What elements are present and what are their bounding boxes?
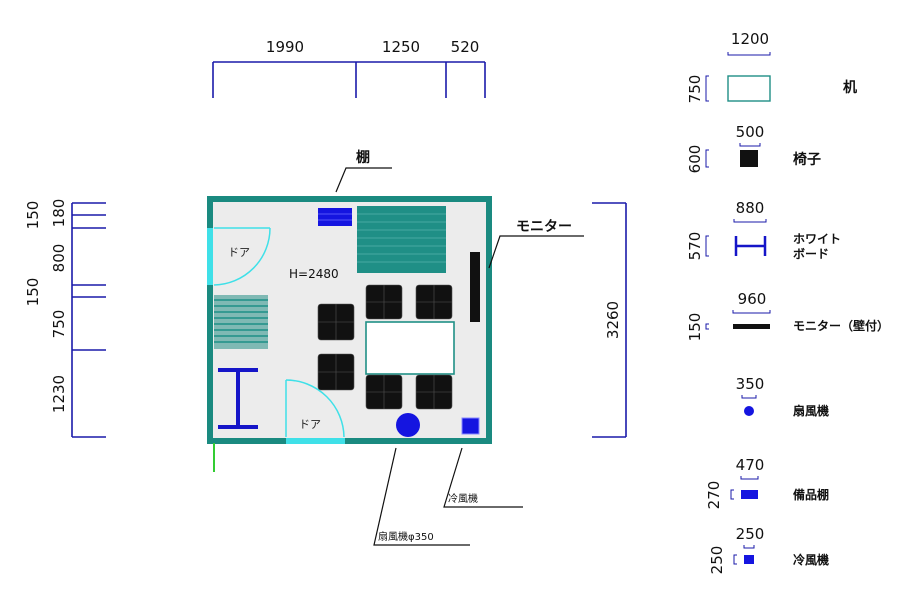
left-dimension: [71, 202, 106, 438]
legend-chair: 500 600 椅子: [686, 123, 821, 173]
top-dim-2: 1250: [382, 38, 420, 56]
ceiling-height-label: H=2480: [289, 267, 339, 281]
top-dim-3: 520: [451, 38, 480, 56]
legend-whiteboard-depth: 570: [686, 232, 704, 261]
left-dim-180: 180: [50, 199, 68, 228]
legend-desk: 1200 750 机: [686, 30, 857, 103]
legend-chair-shape: [740, 150, 758, 167]
supply-cabinet: [318, 208, 352, 226]
fan-callout: 扇風機φ350: [378, 530, 434, 543]
legend-whiteboard-shape: [734, 236, 767, 256]
legend-cabinet-shape: [741, 490, 758, 499]
legend-whiteboard-width: 880: [736, 199, 765, 217]
shelf-hatch: [357, 213, 446, 263]
legend-cooler-depth: 250: [708, 546, 726, 575]
left-dim-1230: 1230: [50, 375, 68, 413]
left-door: [207, 227, 271, 286]
monitor-callout: モニター: [516, 219, 572, 235]
shelf-callout: 棚: [356, 149, 370, 166]
wall-monitor: [470, 252, 480, 322]
legend-desk-depth: 750: [686, 75, 704, 104]
fan: [396, 413, 420, 437]
right-dim-3260: 3260: [604, 301, 622, 339]
legend-cooler-width: 250: [736, 525, 765, 543]
left-dim-750: 750: [50, 310, 68, 339]
right-dimension: [592, 202, 627, 438]
left-dim-150-top: 150: [24, 201, 42, 230]
legend-fan-shape: [744, 406, 754, 416]
legend-cabinet-label: 備品棚: [793, 487, 829, 502]
legend-desk-label: 机: [843, 79, 857, 96]
legend-monitor-shape: [733, 324, 770, 329]
cooler-callout: 冷風機: [448, 492, 478, 505]
legend-cooler-shape: [744, 555, 754, 564]
bottom-door: [285, 379, 345, 444]
legend-cabinet-width: 470: [736, 456, 765, 474]
legend-chair-width: 500: [736, 123, 765, 141]
callout-lines: [335, 167, 584, 546]
legend-whiteboard-label-1: ホワイト: [793, 232, 841, 246]
air-cooler: [461, 417, 480, 435]
left-shelf: [214, 295, 268, 349]
legend-chair-depth: 600: [686, 145, 704, 174]
top-dimension: [212, 61, 486, 98]
legend-monitor-width: 960: [738, 290, 767, 308]
legend-whiteboard-label-2: ボード: [793, 246, 829, 261]
legend-monitor: 960 150 モニター（壁付）: [686, 290, 889, 341]
left-door-label: ドア: [228, 246, 250, 259]
legend-cooler: 250 250 冷風機: [708, 525, 829, 574]
legend-cooler-label: 冷風機: [793, 552, 829, 567]
legend-monitor-label: モニター（壁付）: [793, 318, 889, 333]
legend-chair-label: 椅子: [793, 151, 821, 168]
bottom-door-label: ドア: [299, 418, 321, 431]
shelf: [357, 206, 446, 273]
legend-fan-label: 扇風機: [793, 403, 829, 418]
desk: [365, 321, 455, 375]
legend-desk-shape: [727, 75, 771, 102]
legend-cabinet-depth: 270: [705, 481, 723, 510]
legend-desk-width: 1200: [731, 30, 769, 48]
top-dim-1: 1990: [266, 38, 304, 56]
left-dim-150-mid: 150: [24, 278, 42, 307]
chair-cushion-lines: [318, 285, 452, 409]
legend-fan-width: 350: [736, 375, 765, 393]
legend-monitor-depth: 150: [686, 313, 704, 342]
whiteboard: [218, 368, 258, 429]
left-dim-800: 800: [50, 244, 68, 273]
legend-fan: 350 扇風機: [736, 375, 829, 418]
legend-whiteboard: 880 570 ホワイト ボード: [686, 199, 841, 261]
legend-cabinet: 470 270 備品棚: [705, 456, 829, 509]
left-shelf-hatch: [214, 299, 268, 343]
